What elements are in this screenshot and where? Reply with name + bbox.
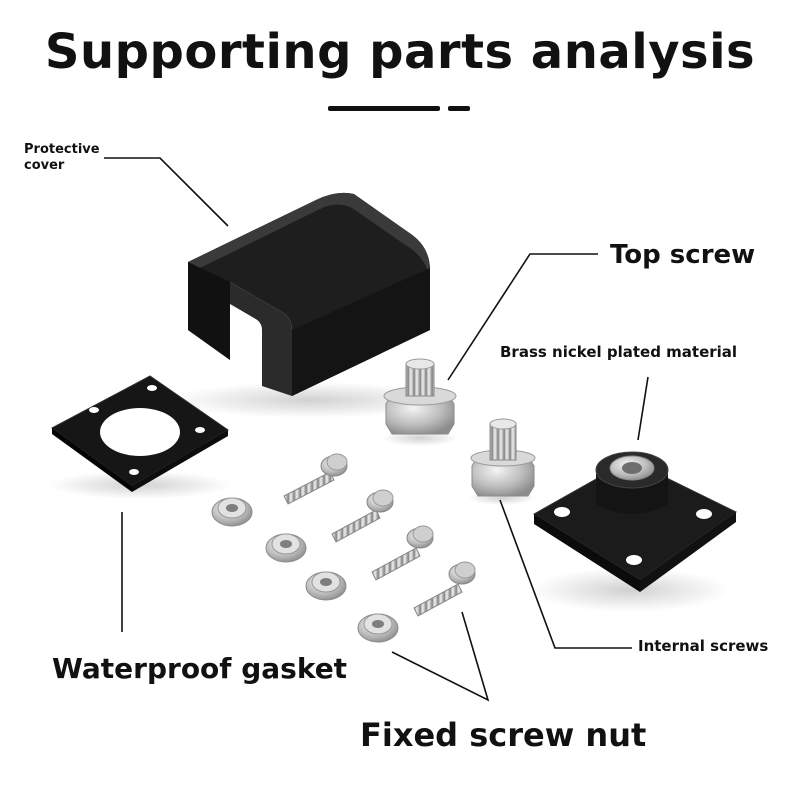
small-screws	[283, 453, 476, 617]
leader-fixed-screw-nut	[391, 611, 490, 702]
label-internal-screws: Internal screws	[638, 637, 769, 655]
title-underline-long	[328, 106, 440, 111]
page-title: Supporting parts analysis	[44, 24, 756, 80]
internal-screw-part	[468, 418, 536, 505]
waterproof-gasket-part	[48, 375, 232, 499]
leader-protective-cover	[104, 157, 229, 227]
top-screw-part	[382, 358, 458, 446]
title-underline-short	[448, 106, 470, 111]
label-waterproof-gasket: Waterproof gasket	[52, 652, 348, 685]
flange-nut-4	[357, 613, 399, 643]
small-screw-1	[283, 453, 348, 505]
leader-internal-screws	[499, 499, 632, 649]
leader-top-screw	[447, 253, 598, 381]
label-brass-material: Brass nickel plated material	[500, 343, 738, 361]
leader-brass-material	[637, 376, 649, 441]
leader-lines	[104, 157, 649, 702]
label-protective-cover: Protective cover	[24, 142, 100, 173]
flange-nut-2	[265, 533, 307, 563]
flange-nut-3	[305, 571, 347, 601]
brass-base-part	[530, 451, 737, 612]
small-screw-4	[413, 561, 476, 617]
flange-nuts	[211, 497, 399, 643]
small-screw-2	[331, 489, 394, 543]
label-top-screw: Top screw	[610, 240, 756, 270]
protective-cover-part	[170, 192, 450, 418]
flange-nut-1	[211, 497, 253, 527]
small-screw-3	[371, 525, 434, 581]
label-fixed-screw-nut: Fixed screw nut	[360, 716, 647, 754]
